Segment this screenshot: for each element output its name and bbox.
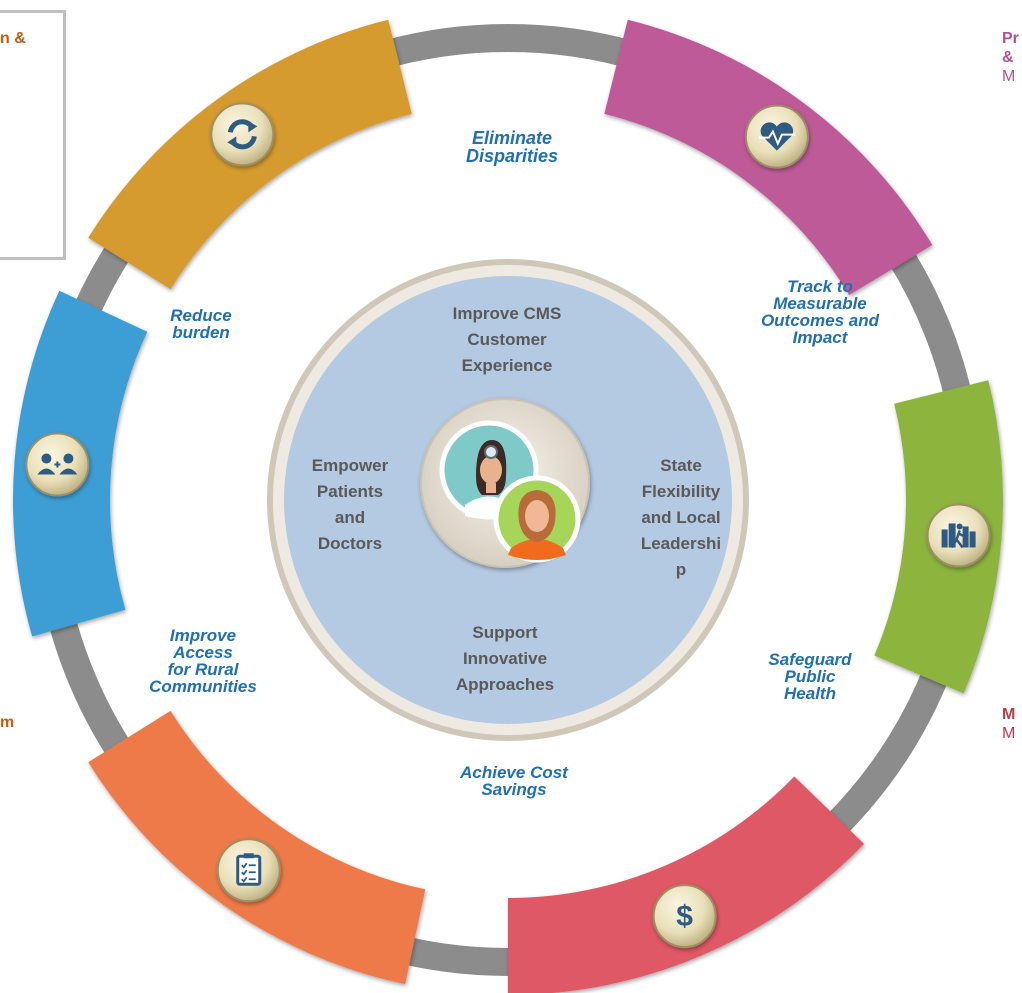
left-callout-text-bottom: m [0, 714, 15, 731]
principle-empower: Empower Patients and Doctors [311, 456, 389, 553]
goal-eliminate-disparities: Eliminate Disparities [465, 128, 559, 166]
dollar-icon: $ [652, 884, 717, 949]
goal-cost-savings: Achieve Cost Savings [460, 763, 568, 799]
right-callout-top-subtitle: M [1002, 68, 1016, 85]
goal-track-outcomes: Track to Measurable Outcomes and Impact [760, 277, 880, 347]
right-callout-bottom-subtitle: M [1002, 725, 1016, 742]
right-callout-top: Pr & M [1002, 29, 1019, 86]
right-callout-bottom: M M [1002, 705, 1015, 743]
city-runner-icon [926, 503, 991, 568]
left-callout-box [0, 10, 66, 260]
svg-text:$: $ [676, 900, 693, 933]
checklist-icon [216, 838, 281, 903]
people-plus-icon [25, 432, 90, 497]
right-callout-bottom-title: M [1002, 706, 1016, 723]
goal-rural-access: Improve Access for Rural Communities [149, 626, 257, 696]
principle-innovative-approaches: Support Innovative Approaches [455, 623, 555, 694]
right-callout-top-title: Pr & [1002, 30, 1019, 66]
principle-customer-experience: Improve CMS Customer Experience [452, 304, 562, 375]
heartbeat-icon [744, 104, 809, 169]
left-callout-text-top: n & [0, 30, 26, 47]
goal-safeguard-health: Safeguard Public Health [768, 650, 852, 703]
doctor-patient-icon [439, 420, 581, 563]
principle-state-flexibility: State Flexibility and Local Leadershi p [640, 456, 722, 579]
goal-reduce-burden: Reduce burden [170, 306, 232, 342]
refresh-icon [210, 102, 275, 167]
